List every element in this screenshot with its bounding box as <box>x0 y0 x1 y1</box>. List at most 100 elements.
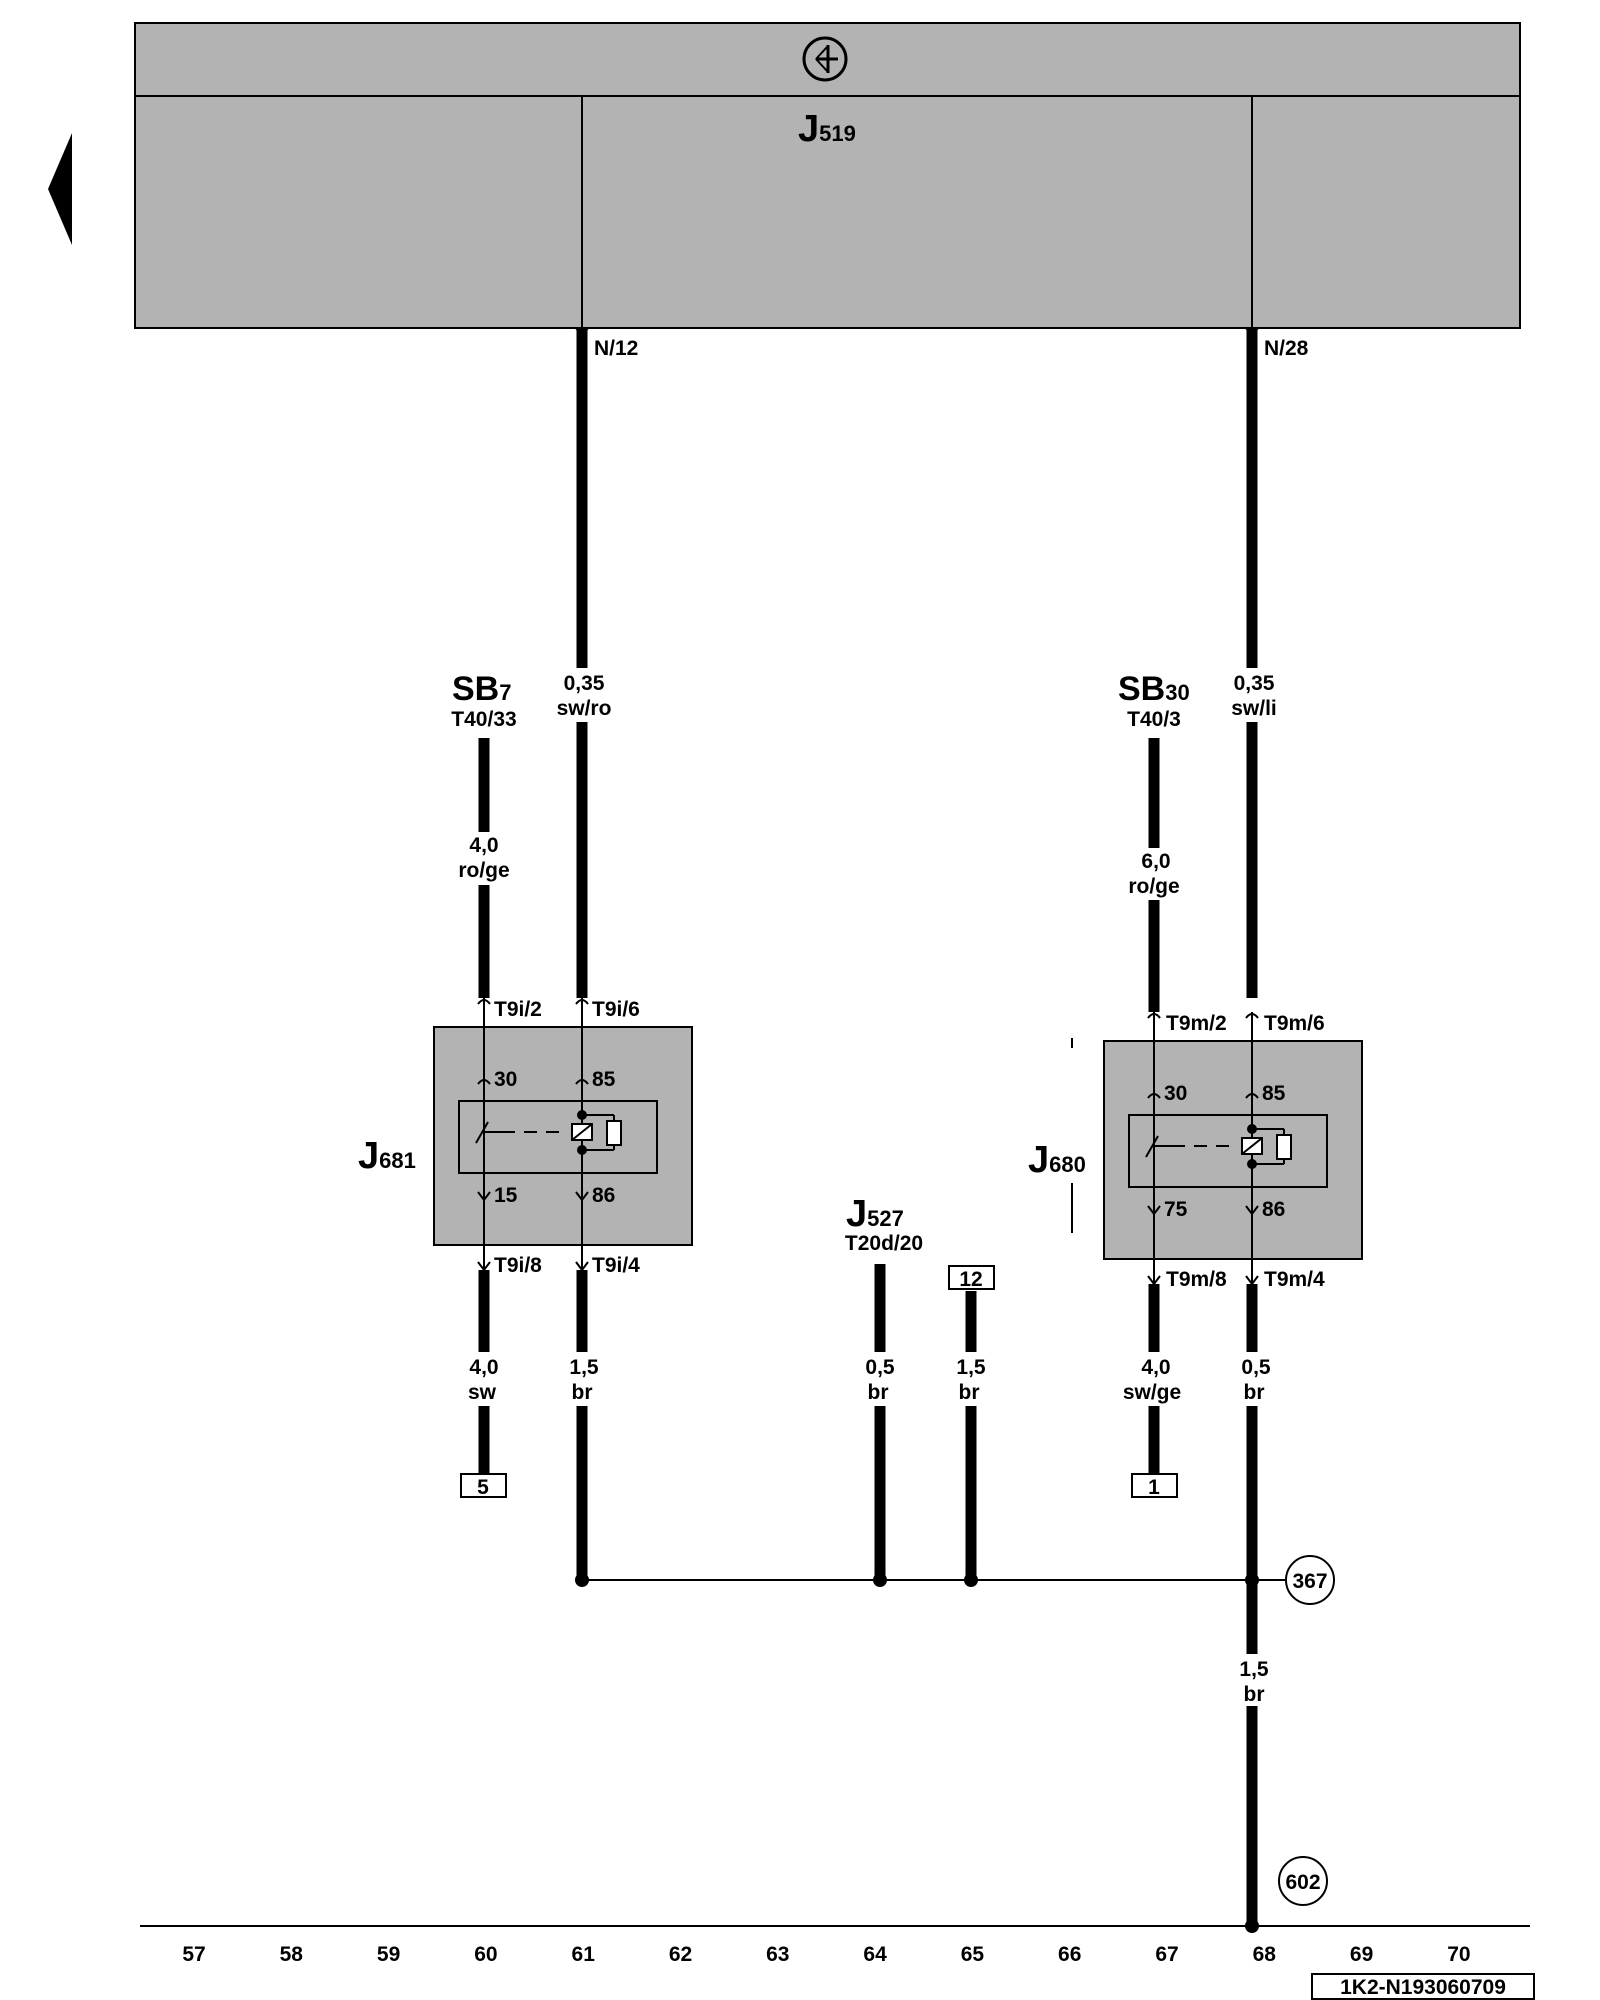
ground-symbol-icon <box>802 36 848 82</box>
wire-size-label: 0,35 <box>564 672 605 695</box>
fuse-sb30-sub: 30 <box>1165 680 1189 705</box>
wire-size-label: 4,0 <box>1141 1356 1170 1379</box>
pin-n28-label: N/28 <box>1264 337 1309 360</box>
wire-color-label: sw/li <box>1231 697 1277 720</box>
terminal-label: 15 <box>494 1184 518 1207</box>
track-number: 65 <box>961 1943 985 1966</box>
terminal-label: 30 <box>1164 1082 1187 1105</box>
track-number: 57 <box>182 1943 205 1966</box>
relay-j680-sub: 680 <box>1049 1152 1086 1177</box>
track-number: 64 <box>863 1943 887 1966</box>
j519-sub: 519 <box>819 121 856 146</box>
track-number: 58 <box>280 1943 304 1966</box>
wire-size-label: 4,0 <box>469 834 498 857</box>
fuse-sb7: SB7 T40/33 <box>451 670 516 731</box>
terminal-label: 30 <box>494 1068 517 1091</box>
relay-j680-name: J <box>1028 1139 1049 1181</box>
fuse-sb7-name: SB <box>452 670 499 708</box>
svg-text:367: 367 <box>1292 1570 1327 1593</box>
track-number: 60 <box>474 1943 497 1966</box>
wire-size-label: 1,5 <box>569 1356 599 1379</box>
wire-color-label: ro/ge <box>458 859 509 882</box>
pin-label: T9i/4 <box>592 1254 640 1277</box>
ground-point-367[interactable]: 367 <box>1285 1555 1335 1605</box>
relay-j681-name: J <box>358 1135 379 1177</box>
j519-name: J <box>798 108 819 150</box>
wire-color-label: sw/ge <box>1123 1381 1181 1404</box>
wire-color-label: sw <box>468 1381 497 1404</box>
svg-text:J680: J680 <box>1028 1139 1086 1181</box>
wire-size-label: 6,0 <box>1141 850 1170 873</box>
track-number: 62 <box>669 1943 692 1966</box>
wire-size-label: 4,0 <box>469 1356 498 1379</box>
terminal-label: 85 <box>1262 1082 1286 1105</box>
svg-text:12: 12 <box>959 1268 982 1291</box>
diagram-id-box: 1K2-N193060709 <box>1311 1973 1535 2000</box>
wire-size-label: 1,5 <box>956 1356 986 1379</box>
svg-text:SB7: SB7 <box>452 670 511 708</box>
wire-color-label: ro/ge <box>1128 875 1179 898</box>
wire-size-label: 0,5 <box>1241 1356 1271 1379</box>
pin-n12-label: N/12 <box>594 337 638 360</box>
svg-text:J527: J527 <box>846 1193 904 1235</box>
wire-color-label: br <box>868 1381 889 1404</box>
svg-text:J681: J681 <box>358 1135 416 1177</box>
wire-size-label: 0,35 <box>1234 672 1275 695</box>
pin-label: T9i/8 <box>494 1254 542 1277</box>
fuse-sb30-name: SB <box>1118 670 1165 708</box>
track-number: 67 <box>1155 1943 1178 1966</box>
ref-box-5[interactable]: 5 <box>460 1473 507 1499</box>
relay-j681: J681 T9i/2 T9i/6 30 85 15 86 T9i/8 T9i/4 <box>358 998 693 1277</box>
j527-pin: T20d/20 <box>845 1232 923 1255</box>
svg-text:1: 1 <box>1148 1476 1160 1499</box>
ref-box-1[interactable]: 1 <box>1131 1473 1178 1499</box>
diagram-id: 1K2-N193060709 <box>1340 1976 1506 1999</box>
wire-color-label: br <box>1244 1381 1265 1404</box>
svg-text:J519: J519 <box>798 108 856 150</box>
junction-dot <box>575 1573 589 1587</box>
junction-dot <box>964 1573 978 1587</box>
svg-text:SB30: SB30 <box>1118 670 1190 708</box>
fuse-sb30: SB30 T40/3 <box>1118 670 1190 731</box>
terminal-label: 86 <box>592 1184 615 1207</box>
ref-box-12[interactable]: 12 <box>948 1265 995 1291</box>
wire-color-label: sw/ro <box>557 697 612 720</box>
fuse-sb7-sub: 7 <box>499 680 511 705</box>
pin-label: T9m/8 <box>1166 1268 1227 1291</box>
junction-dot <box>873 1573 887 1587</box>
fuse-sb30-pin: T40/3 <box>1127 708 1181 731</box>
track-number: 69 <box>1350 1943 1373 1966</box>
fuse-sb7-pin: T40/33 <box>451 708 516 731</box>
terminal-label: 86 <box>1262 1198 1285 1221</box>
ground-point-602[interactable]: 602 <box>1278 1856 1328 1906</box>
track-number: 63 <box>766 1943 789 1966</box>
terminal-label: 85 <box>592 1068 616 1091</box>
wire-color-label: br <box>1244 1683 1265 1706</box>
previous-page-arrow-icon[interactable] <box>48 133 72 245</box>
pin-label: T9m/2 <box>1166 1012 1227 1035</box>
j527-name: J <box>846 1193 867 1235</box>
pin-label: T9i/2 <box>494 998 542 1021</box>
wire-color-label: br <box>572 1381 593 1404</box>
j527-sub: 527 <box>867 1206 904 1231</box>
wire-size-label: 1,5 <box>1239 1658 1269 1681</box>
terminal-label: 75 <box>1164 1198 1188 1221</box>
track-number: 61 <box>572 1943 596 1966</box>
track-number: 66 <box>1058 1943 1081 1966</box>
pin-label: T9i/6 <box>592 998 640 1021</box>
wire-size-label: 0,5 <box>865 1356 895 1379</box>
wire-color-label: br <box>959 1381 980 1404</box>
svg-text:602: 602 <box>1285 1871 1320 1894</box>
pin-label: T9m/4 <box>1264 1268 1325 1291</box>
pin-label: T9m/6 <box>1264 1012 1325 1035</box>
track-number: 59 <box>377 1943 400 1966</box>
current-track-numbers: 57 58 59 60 61 62 63 64 65 66 67 68 69 70 <box>182 1943 1470 1966</box>
control-unit-j519: J519 <box>134 22 1521 329</box>
relay-j681-sub: 681 <box>379 1148 416 1173</box>
relay-j680: J680 T9m/2 T9m/6 30 85 75 86 T9m/8 T9m/4 <box>1028 1012 1363 1291</box>
junction-dot <box>1245 1573 1259 1587</box>
track-number: 70 <box>1447 1943 1470 1966</box>
track-number: 68 <box>1253 1943 1277 1966</box>
svg-text:5: 5 <box>477 1476 489 1499</box>
